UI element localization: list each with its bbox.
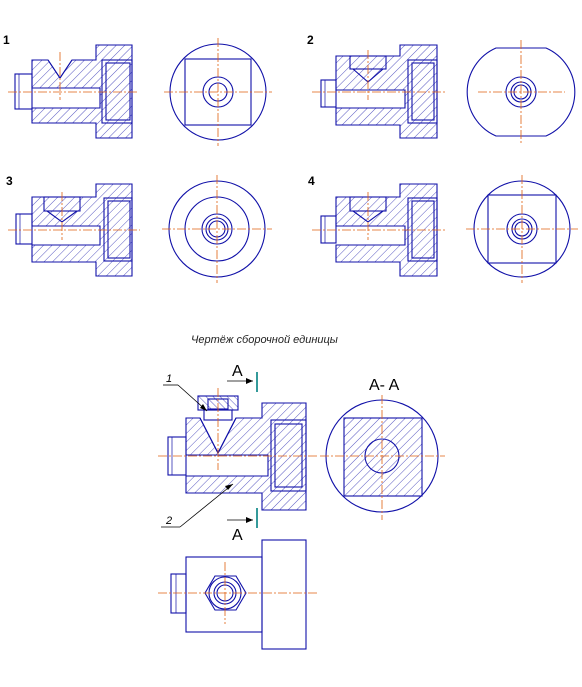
section-view-a-a: A- A — [320, 377, 445, 520]
section-label-bottom: A — [232, 527, 243, 544]
section-label-top: A — [232, 363, 243, 380]
leader-1: 1 — [163, 373, 208, 412]
section-view-title: A- A — [369, 377, 400, 394]
variant-3-number: 3 — [6, 174, 13, 188]
variant-2-end-view — [466, 40, 576, 145]
variant-3-section-view — [8, 183, 140, 277]
variant-3: 3 — [6, 174, 272, 283]
variant-1: 1 — [3, 33, 272, 146]
leader-2-label: 2 — [165, 515, 172, 527]
section-marker-top: A — [227, 363, 258, 392]
leader-2: 2 — [161, 483, 234, 528]
variant-4-section-view — [312, 183, 445, 277]
assembly-top-view — [158, 539, 318, 650]
variant-2-number: 2 — [307, 33, 314, 47]
variant-4: 4 — [308, 174, 578, 283]
assembly-caption: Чертёж сборочной единицы — [191, 334, 338, 346]
variant-2-section-view — [312, 44, 445, 139]
assembly-section-view — [158, 388, 318, 511]
variant-1-number: 1 — [3, 33, 10, 47]
variant-4-end-view — [466, 175, 578, 283]
variant-2: 2 — [307, 33, 576, 145]
variant-1-end-view — [164, 38, 272, 146]
leader-1-label: 1 — [166, 373, 172, 385]
variant-3-end-view — [162, 175, 272, 283]
variant-1-section-view — [8, 44, 138, 139]
section-marker-bottom: A — [227, 508, 258, 544]
variant-4-number: 4 — [308, 174, 315, 188]
